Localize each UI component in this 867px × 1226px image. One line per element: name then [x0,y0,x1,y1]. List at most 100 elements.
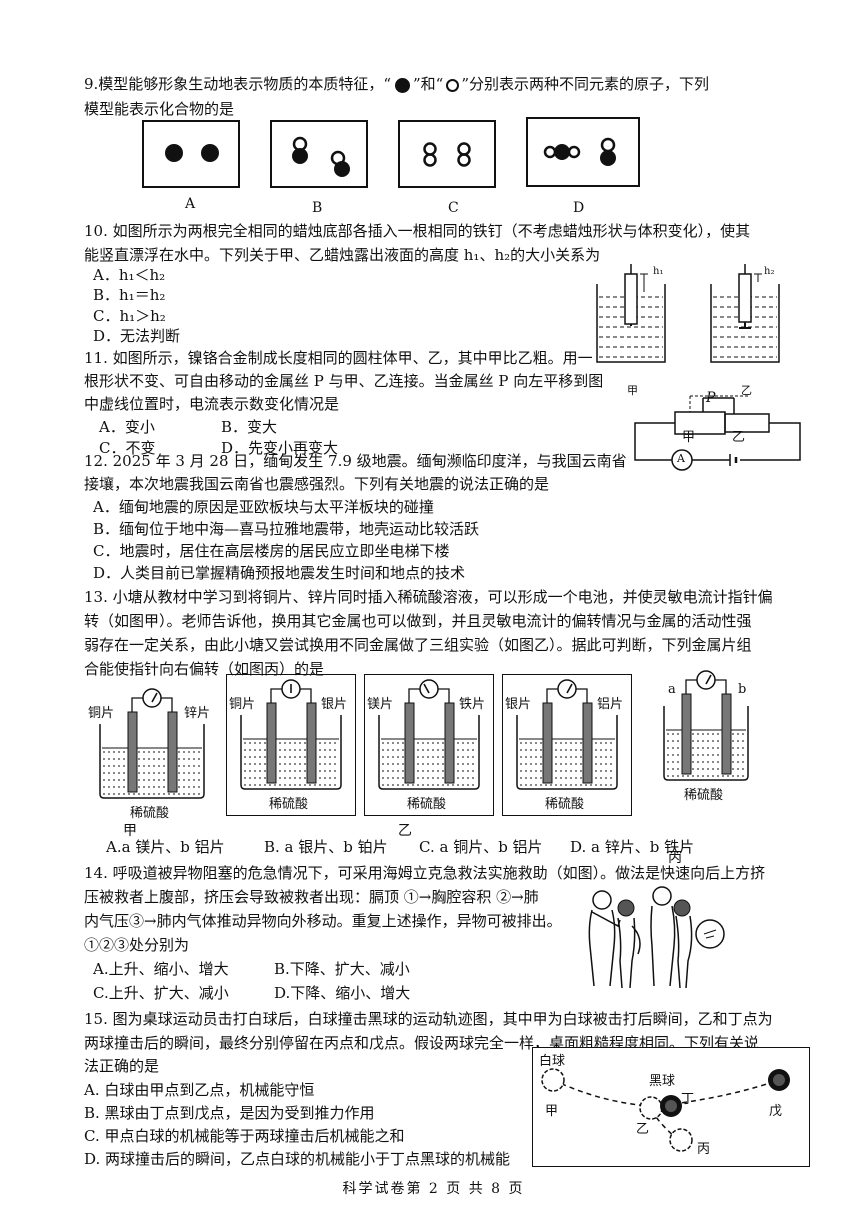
q14-line4: ①②③处分别为 [84,936,190,954]
q11-yi-label: 乙 [732,430,746,445]
acid-label: 稀硫酸 [269,797,309,812]
q13-option-a: A.a 镁片、b 铝片 [106,838,225,856]
q10-option-b: B．h₁＝h₂ [93,286,166,304]
q13-option-d: D. a 锌片、b 铁片 [570,838,695,856]
q10-candle-figure [596,264,780,363]
q13-fig-label-jia: 甲 [123,823,137,839]
q9-line2: 模型能表示化合物的是 [84,100,235,118]
q10-h2-label: h₂ [764,266,775,277]
beaker-svg-1 [99,688,205,799]
acid-label: 稀硫酸 [545,797,585,812]
electrode-right-label: 铁片 [459,697,486,712]
q13-option-b: B. a 银片、b 铂片 [264,838,388,856]
q12-line1: 12. 2025 年 3 月 28 日，缅甸发生 7.9 级地震。缅甸濒临印度洋… [84,452,627,470]
q9-label-b: B [312,200,323,216]
q15-white-ball-label: 白球 [539,1054,566,1069]
q14-line2: 压被救者上腹部，挤压会导致被救者出现：膈顶 ①→胸腔容积 ②→肺 [84,888,539,906]
q14-option-c: C.上升、扩大、减小 [93,984,229,1002]
q15-point-yi: 乙 [636,1122,650,1137]
q12-option-d: D．人类目前已掌握精确预报地震发生时间和地点的技术 [93,564,466,582]
electrode-left-label: 铜片 [229,697,256,712]
electrode-right-label: 银片 [321,697,348,712]
q9-model-b [270,120,368,188]
electrode-left-label: 铜片 [88,706,115,721]
q11-jia-label: 甲 [682,430,696,445]
q15-point-bing: 丙 [697,1142,711,1157]
q12-option-c: C．地震时，居住在高层楼房的居民应立即坐电梯下楼 [93,542,450,560]
model-c-svg [423,142,471,167]
q9-model-d [526,117,640,187]
q10-line1: 10. 如图所示为两根完全相同的蜡烛底部各插入一根相同的铁钉（不考虑蜡烛形状与体… [84,222,751,240]
q14-option-a: A.上升、缩小、增大 [93,960,229,978]
electrode-left-label: 镁片 [367,697,394,712]
black-atom-icon [391,77,413,93]
q13-option-c: C. a 铜片、b 铝片 [419,838,543,856]
electrode-right-label: b [738,682,747,697]
q15-black-ball-label: 黑球 [649,1074,676,1089]
q11-line2: 根形状不变、可自由移动的金属丝 P 与甲、乙连接。当金属丝 P 向左平移到图 [84,372,604,390]
beaker-svg-3 [378,679,480,790]
q11-option-c: C．不变 [99,439,156,457]
q15-point-ding: 丁 [681,1092,695,1107]
q10-h1-label: h₁ [653,266,664,277]
acid-label: 稀硫酸 [407,797,447,812]
q11-option-b: B．变大 [221,418,278,436]
q14-line3: 内气压③→肺内气体推动异物向外移动。重复上述操作，异物可被排出。 [84,912,562,930]
q9-label-a: A [185,196,196,212]
q10-fig-label-yi: 乙 [741,384,752,397]
ammeter-icon: A [677,452,685,465]
q13-fig-label-bing: 丙 [668,850,682,866]
beaker-svg-2 [240,679,342,790]
electrode-right-label: 锌片 [184,706,211,721]
beaker-setup-4: 银片铝片稀硫酸 [502,674,632,816]
beaker-setup-2: 铜片 银片稀硫酸 [226,674,356,816]
q10-line2: 能竖直漂浮在水中。下列关于甲、乙蜡烛露出液面的高度 h₁、h₂的大小关系为 [84,246,601,264]
q15-point-jia: 甲 [545,1104,559,1119]
q15-line1: 15. 图为桌球运动员击打白球后，白球撞击黑球的运动轨迹图，其中甲为白球被击打后… [84,1010,773,1028]
q14-line1: 14. 呼吸道被异物阻塞的危急情况下，可采用海姆立克急救法实施救助（如图）。做法… [84,864,766,882]
q9-label-d: D [573,200,585,216]
q11-p-label: P [706,390,716,406]
heimlich-illustration [588,886,725,989]
billiards-svg [541,1068,790,1152]
beaker-setup-5: a b 稀硫酸 [650,666,762,806]
q11-circuit-figure [634,395,801,471]
beaker-svg-5 [663,670,749,781]
q10-option-c: C．h₁＞h₂ [93,307,166,325]
q15-option-d: D. 两球撞击后的瞬间，乙点白球的机械能小于丁点黑球的机械能 [84,1150,511,1168]
q10-option-d: D．无法判断 [93,327,181,345]
q15-line3: 法正确的是 [84,1057,160,1075]
q15-option-a: A. 白球由甲点到乙点，机械能守恒 [84,1081,315,1099]
q9-label-c: C [448,200,459,216]
q13-fig-label-yi: 乙 [398,823,412,839]
q13-line1: 13. 小塘从教材中学习到将铜片、锌片同时插入稀硫酸溶液，可以形成一个电池，并使… [84,588,773,606]
q13-line4: 合能使指针向右偏转（如图丙）的是 [84,660,325,678]
q11-line1: 11. 如图所示，镍铬合金制成长度相同的圆柱体甲、乙，其中甲比乙粗。用一 [84,349,593,367]
q10-fig-label-jia: 甲 [627,384,638,397]
q14-option-d: D.下降、缩小、增大 [274,984,411,1002]
q15-option-c: C. 甲点白球的机械能等于两球撞击后机械能之和 [84,1127,405,1145]
model-a-svg [165,144,219,162]
q11-line3: 中虚线位置时，电流表示数变化情况是 [84,395,340,413]
q12-option-a: A．缅甸地震的原因是亚欧板块与太平洋板块的碰撞 [93,498,434,516]
electrode-left-label: a [668,682,676,697]
q10-option-a: A．h₁＜h₂ [93,266,166,284]
q14-option-b: B.下降、扩大、减小 [274,960,410,978]
acid-label: 稀硫酸 [130,806,170,821]
q12-line2: 接壤，本次地震我国云南省也震感强烈。下列有关地震的说法正确的是 [84,475,550,493]
page-footer: 科学试卷第 2 页 共 8 页 [342,1181,525,1197]
q12-option-b: B．缅甸位于地中海—喜马拉雅地震带，地壳运动比较活跃 [93,520,480,538]
q13-line3: 弱存在一定关系，由此小塘又尝试换用不同金属做了三组实验（如图乙）。据此可判断，下… [84,636,752,654]
q11-option-a: A．变小 [99,418,155,436]
q15-billiards-figure: 白球 黑球 甲 乙 丙 丁 戊 [532,1047,810,1167]
beaker-setup-1: 铜片 锌片稀硫酸 [86,684,218,824]
acid-label: 稀硫酸 [684,788,724,803]
q9-model-a [142,120,240,188]
white-atom-icon [443,77,461,93]
model-d-svg [543,137,616,166]
q15-point-wu: 戊 [769,1104,783,1119]
beaker-setup-3: 镁片 铁片稀硫酸 [364,674,494,816]
q9-line1: 9.模型能够形象生动地表示物质的本质特征，“”和“”分别表示两种不同元素的原子，… [84,75,709,93]
q13-line2: 转（如图甲）。老师告诉他，换用其它金属也可以做到，并且灵敏电流计的偏转情况与金属… [84,612,752,630]
